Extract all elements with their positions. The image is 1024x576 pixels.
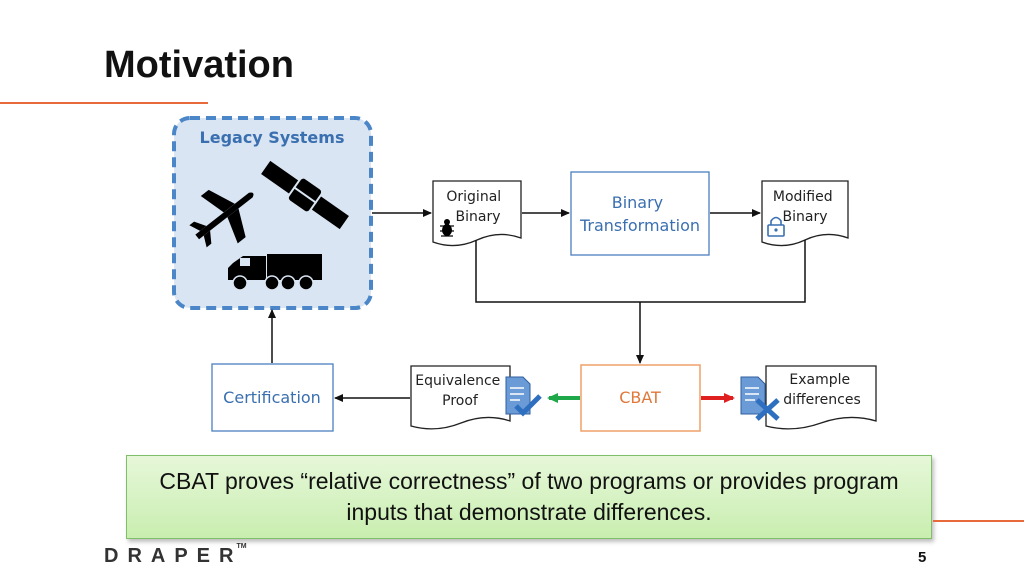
svg-text:Modified Binary: Modified Binary — [773, 189, 837, 225]
original-binary-line1: Original — [446, 189, 501, 205]
summary-callout-text: CBAT proves “relative correctness” of tw… — [159, 468, 899, 525]
summary-callout: CBAT proves “relative correctness” of tw… — [126, 455, 932, 539]
title-underline — [0, 102, 208, 104]
modified-binary-line1: Modified — [773, 189, 833, 205]
equivalence-proof-doc: Equivalence Proof — [410, 365, 542, 430]
connector-arrows — [268, 209, 806, 402]
svg-text:Original Binary: Original Binary — [446, 189, 505, 225]
draper-logo: DRAPERTM — [104, 543, 253, 568]
cbat-box: CBAT — [580, 364, 701, 432]
document-check-icon — [505, 376, 542, 417]
certification-label: Certification — [223, 388, 321, 407]
military-truck-icon — [228, 254, 322, 291]
legacy-systems-box: Legacy Systems — [172, 116, 373, 310]
equivalence-proof-line2: Proof — [442, 393, 479, 409]
example-differences-doc: Example differences — [740, 365, 877, 430]
binary-transformation-line2: Transformation — [579, 216, 700, 235]
document-x-icon — [740, 376, 780, 421]
lock-icon — [767, 216, 785, 237]
satellite-icon — [261, 160, 349, 230]
modified-binary-line2: Binary — [783, 209, 828, 225]
draper-logo-tm: TM — [236, 543, 247, 550]
modified-binary-doc: Modified Binary — [761, 180, 849, 247]
page-number: 5 — [918, 549, 927, 566]
equivalence-proof-line1: Equivalence — [415, 373, 500, 389]
certification-box: Certification — [211, 363, 334, 432]
slide-title: Motivation — [104, 44, 294, 86]
original-binary-line2: Binary — [456, 209, 501, 225]
binary-transformation-line1: Binary — [612, 193, 663, 212]
cbat-label: CBAT — [619, 388, 661, 407]
footer-rule — [933, 520, 1024, 522]
binary-transformation-box: Binary Transformation — [570, 171, 710, 256]
example-differences-line1: Example — [789, 372, 850, 388]
svg-text:Equivalence Proof: Equivalence Proof — [415, 373, 505, 409]
draper-logo-text: DRAPER — [104, 545, 243, 567]
example-differences-line2: differences — [783, 392, 861, 408]
original-binary-doc: Original Binary — [432, 180, 522, 247]
airplane-icon — [189, 189, 254, 248]
legacy-systems-label: Legacy Systems — [200, 128, 345, 147]
svg-text:Example differences: Example differences — [783, 372, 861, 408]
svg-text:Binary Transformation: Binary Transformation — [579, 193, 700, 235]
bug-icon — [440, 219, 454, 237]
